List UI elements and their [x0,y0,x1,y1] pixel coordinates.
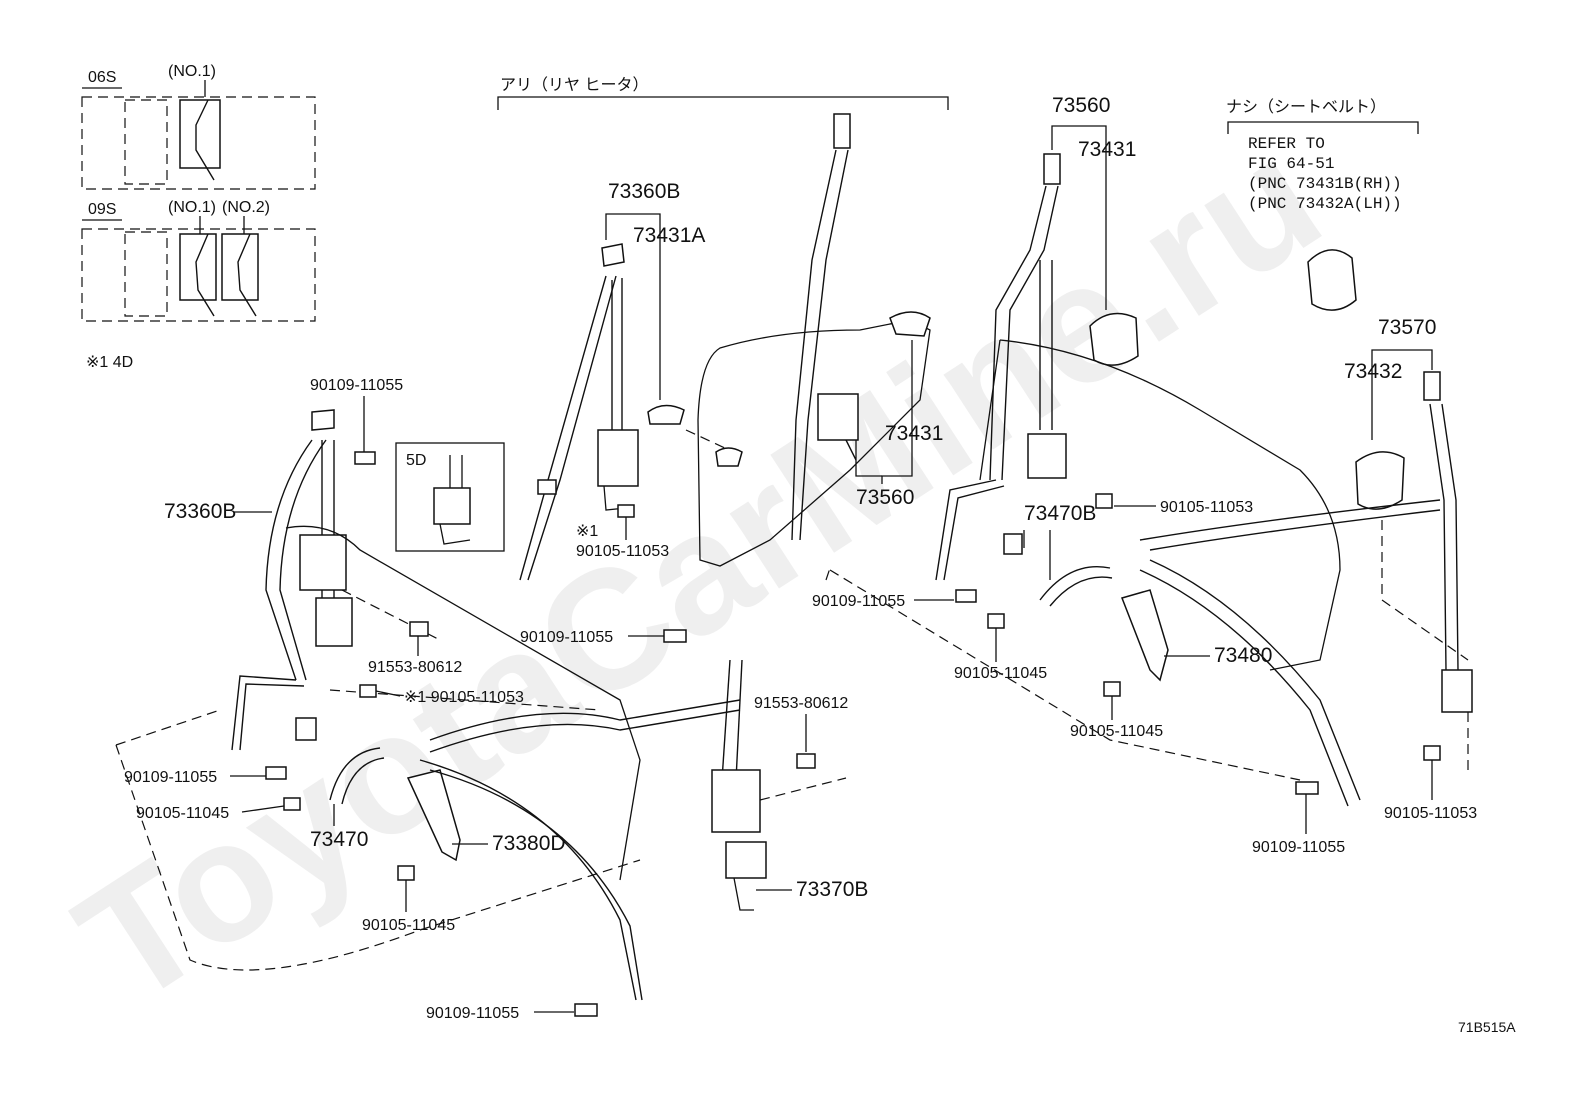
bolt-icon [617,504,635,518]
refer-note-line-3: (PNC 73431B(RH)) [1248,175,1402,193]
belt-73470-icon [329,747,381,801]
label-90105-53-c: ※1 90105-11053 [404,689,524,706]
retractor-73570-icon [1441,669,1473,713]
seat-back-middle [697,319,931,567]
label-91553-b: 91553-80612 [754,695,848,712]
bolt-icon [354,451,376,465]
label-90105-45-c: 90105-11045 [136,805,229,822]
label-73560-mid: 73560 [856,486,914,509]
inset-5d-label: 5D [406,452,426,469]
label-90105-53-a: 90105-11053 [576,543,669,560]
label-note-x1: ※1 [576,523,598,540]
refer-note-line-1: REFER TO [1248,135,1325,153]
legend-09s: 09S (NO.1) (NO.2) [81,199,316,322]
header-without-belt-text: ナシ（シートベルト） [1226,98,1386,116]
label-90109-c: 90109-11055 [520,629,613,646]
bolt-icon [409,621,429,637]
legend-09s-no2: (NO.2) [222,199,270,216]
label-91553-a: 91553-80612 [368,659,462,676]
label-73360b-left: 73360B [164,500,236,523]
header-without-belt: ナシ（シートベルト） [1226,98,1419,134]
label-90109-d: 90109-11055 [124,769,217,786]
label-90105-45-a: 90105-11045 [954,665,1047,682]
retractor-73370b-icon [725,841,767,879]
bolt-icon [574,1003,598,1017]
outboard-right-assembly [1355,371,1473,770]
label-73570: 73570 [1378,316,1436,339]
bolt-icon [796,753,816,769]
cover-73431b-icon [1307,249,1357,311]
label-73380d: 73380D [492,832,566,855]
label-73370b: 73370B [796,878,868,901]
label-90109-a: 90109-11055 [310,377,403,394]
note-4d: ※1 4D [86,354,133,371]
legend-06s: 06S (NO.1) [81,63,316,190]
cover-73432-icon [1355,451,1405,510]
label-73470b: 73470B [1024,502,1096,525]
retractor-73360b-left-icon [315,597,353,647]
seat-cushion-left [285,525,641,881]
right-belt-assembly [935,153,1139,581]
label-90105-53-d: 90105-11053 [1384,805,1477,822]
retractor-73560-icon [817,393,859,441]
label-73431a: 73431A [633,224,705,247]
legend-09s-label: 09S [88,201,116,218]
legend-06s-label: 06S [88,69,116,86]
seat-back-right [999,339,1341,671]
label-73560-top: 73560 [1052,94,1110,117]
label-90105-45-d: 90105-11045 [362,917,455,934]
label-73360b-top: 73360B [608,180,680,203]
legend-09s-no1: (NO.1) [168,199,216,216]
bolt-icon [397,865,415,881]
refer-note-line-2: FIG 64-51 [1248,155,1334,173]
bolt-icon [1295,781,1319,795]
label-73480: 73480 [1214,644,1272,667]
upper-left-belt-assembly [519,243,685,581]
center-lower-assembly [711,659,847,911]
refer-note: REFER TO FIG 64-51 (PNC 73431B(RH)) (PNC… [1248,135,1402,213]
bolt-icon [265,766,287,780]
label-73431-top: 73431 [1078,138,1136,161]
bolt-icon [283,797,301,811]
bolt-icon [987,613,1005,629]
bolts [265,451,1441,1017]
refer-note-line-4: (PNC 73432A(LH)) [1248,195,1402,213]
label-90109-b: 90109-11055 [812,593,905,610]
bolt-icon [955,589,977,603]
bolt-icon [1095,493,1113,509]
bolt-icon [1423,745,1441,761]
bolt-icon [1103,681,1121,697]
figure-id: 71B515A [1458,1019,1516,1035]
header-with-heater: アリ（リヤ ヒータ） [497,76,949,110]
legend-06s-no1: (NO.1) [168,63,216,80]
header-with-heater-text: アリ（リヤ ヒータ） [500,76,648,94]
buckle-73480-icon [1121,589,1169,682]
label-90105-45-b: 90105-11045 [1070,723,1163,740]
label-90109-e: 90109-11055 [426,1005,519,1022]
retractor-73560-right-icon [1027,433,1067,479]
cover-73431-icon [1089,312,1139,366]
belt-73470b-icon [1039,566,1111,601]
label-73431-mid: 73431 [885,422,943,445]
label-73432: 73432 [1344,360,1402,383]
label-90109-f: 90109-11055 [1252,839,1345,856]
bolt-icon [663,629,687,643]
left-belt-assembly [231,409,353,751]
inset-5d: 5D [395,442,505,552]
bolt-icon [359,684,377,698]
retractor-73360b-icon [597,429,639,487]
label-73470: 73470 [310,828,368,851]
label-90105-53-b: 90105-11053 [1160,499,1253,516]
center-belt-assembly [791,113,859,541]
retractor-5d-icon [433,487,471,525]
